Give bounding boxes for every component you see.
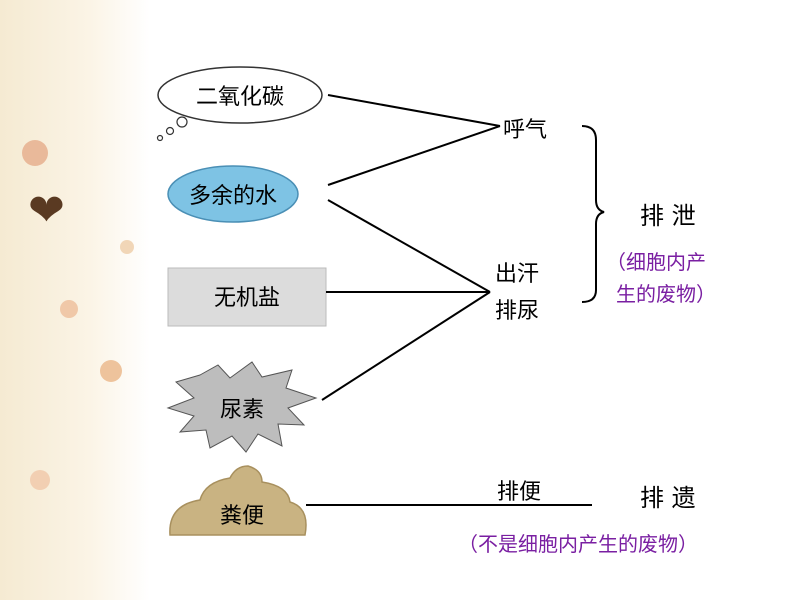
route-breathe: 呼气: [503, 118, 548, 143]
decor-dot: [100, 360, 122, 382]
source-salt: 无机盐: [213, 286, 280, 311]
background-decoration: [0, 0, 150, 600]
decor-dot: [120, 240, 134, 254]
decor-dot: [22, 140, 48, 166]
line-water-sweat: [327, 199, 491, 293]
decor-dot: [60, 300, 78, 318]
salt-rectangle: [167, 267, 327, 327]
source-feces: 粪便: [219, 504, 264, 529]
category-egestion: 排 遗: [640, 484, 696, 512]
source-co2: 二氧化碳: [195, 85, 284, 110]
water-ellipse: [167, 165, 299, 223]
route-sweat: 出汗: [495, 262, 540, 287]
line-urea-sweat: [321, 291, 491, 401]
route-defecate: 排便: [497, 480, 542, 505]
cloud-shape: [156, 66, 323, 142]
source-urea: 尿素: [219, 398, 264, 423]
line-co2-breathe: [327, 94, 501, 127]
source-water: 多余的水: [188, 184, 277, 209]
feces-shape: [169, 465, 307, 536]
heart-icon: ❤: [28, 185, 65, 236]
egestion-note: （不是细胞内产生的废物）: [458, 532, 698, 556]
decor-dot: [30, 470, 50, 490]
right-brace: [581, 125, 605, 303]
category-excretion: 排 泄: [640, 202, 696, 230]
route-urinate: 排尿: [495, 299, 540, 324]
excretion-note-line1: （细胞内产: [606, 250, 706, 274]
excretion-note-line2: 生的废物）: [616, 282, 716, 306]
urea-starburst: [166, 361, 318, 453]
line-water-breathe: [327, 125, 501, 186]
